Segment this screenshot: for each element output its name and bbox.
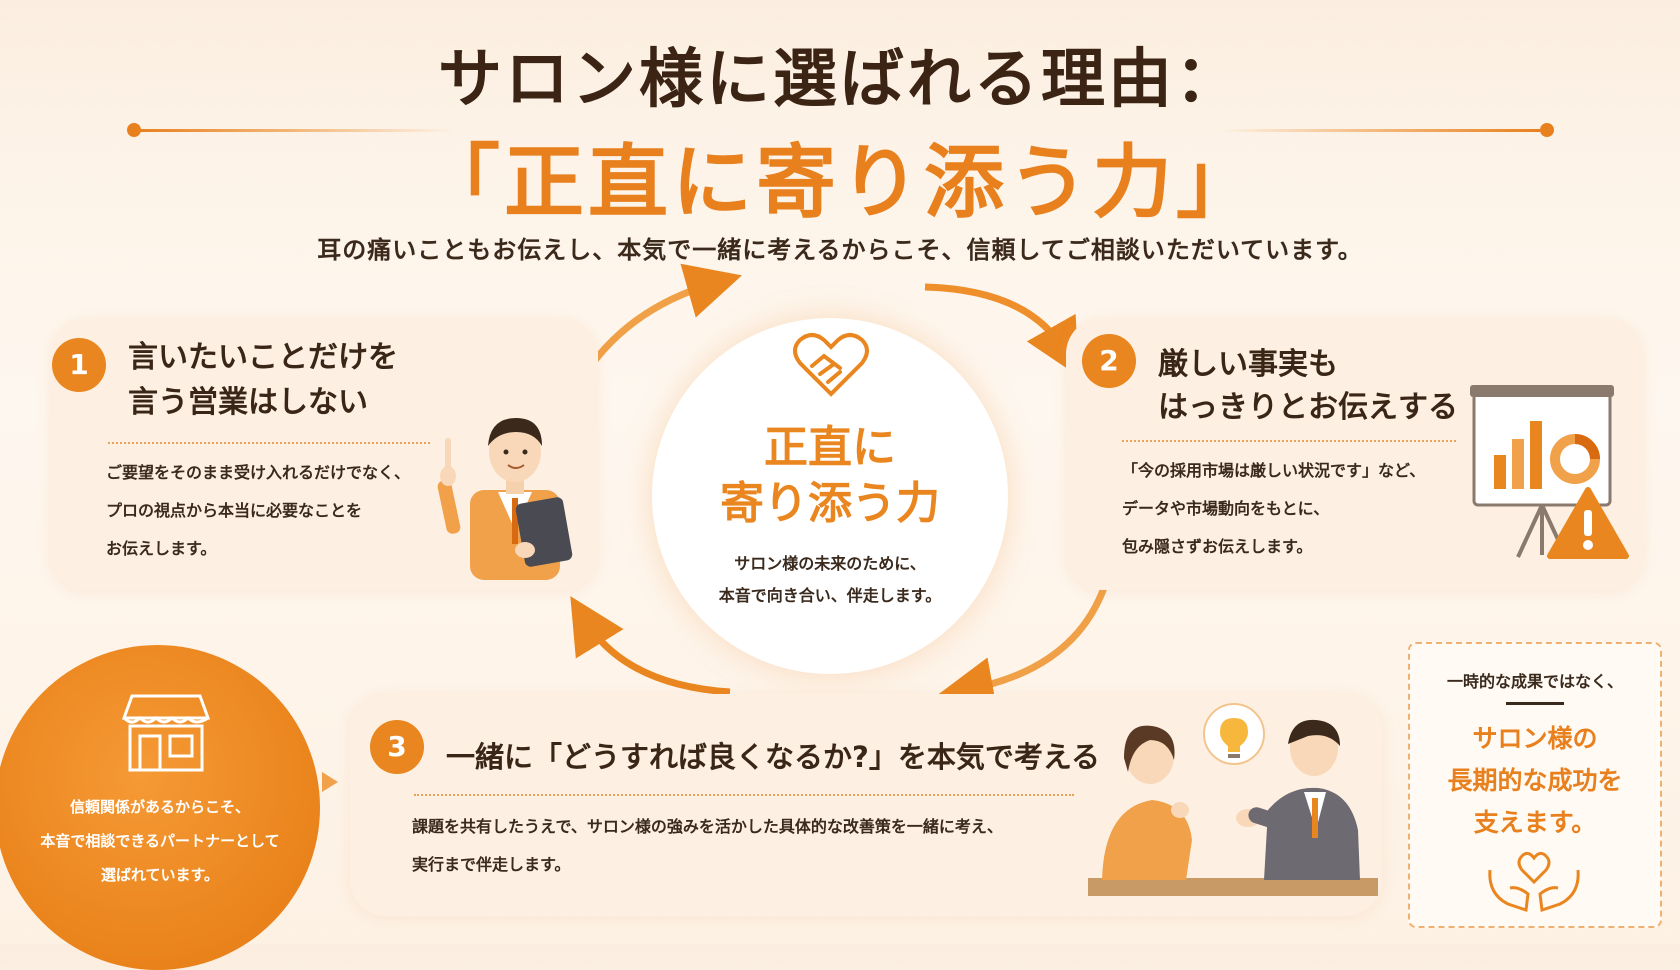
arrow-bottom-right — [937, 583, 1109, 713]
hands-heart-icon — [1488, 851, 1580, 913]
decor-line-right — [1220, 129, 1540, 132]
point-2-title-line1: 厳しい事実も — [1158, 347, 1338, 382]
arrow-top-right — [924, 283, 1079, 377]
decor-line-left — [134, 129, 454, 132]
point-3-body: 課題を共有したうえで、サロン様の強みを活かした具体的な改善策を一緒に考え、 実行… — [412, 808, 1112, 884]
point-number-2: 2 — [1082, 334, 1136, 388]
center-desc: サロン様の未来のために、 本音で向き合い、伴走します。 — [652, 548, 1008, 612]
point-1-body-line: プロの視点から本当に必要なことを — [106, 501, 363, 520]
consultation-illustration — [1088, 703, 1378, 896]
center-circle — [652, 318, 1008, 674]
point-2-body: 「今の採用市場は厳しい状況です」など、 データや市場動向をもとに、 包み隠さずお… — [1122, 452, 1462, 566]
longterm-big-line: 支えます。 — [1473, 808, 1597, 837]
point-3-body-line: 課題を共有したうえで、サロン様の強みを活かした具体的な改善策を一緒に考え、 — [412, 817, 1003, 836]
decor-dot-right — [1540, 123, 1554, 137]
point-1-title-line2: 言う営業はしない — [128, 385, 368, 420]
point-2-title-line2: はっきりとお伝えする — [1158, 390, 1458, 425]
center-title-line: 正直に — [764, 422, 896, 473]
point-1-body-line: お伝えします。 — [106, 539, 217, 558]
trust-circle — [0, 645, 320, 970]
point-number-1: 1 — [52, 338, 106, 392]
pointer-arrow-icon — [322, 772, 338, 792]
point-number-3: 3 — [370, 720, 424, 774]
shop-icon — [121, 694, 211, 772]
center-desc-line: サロン様の未来のために、 — [734, 554, 926, 573]
center-title: 正直に 寄り添う力 — [652, 420, 1008, 532]
point-2-body-line: 包み隠さずお伝えします。 — [1122, 537, 1313, 556]
trust-text: 信頼関係があるからこそ、 本音で相談できるパートナーとして 選ばれています。 — [0, 790, 320, 892]
divider — [1122, 440, 1456, 442]
businessman-tablet-illustration — [437, 418, 573, 580]
longterm-big-text: サロン様の 長期的な成功を 支えます。 — [1408, 718, 1662, 844]
presentation-chart-icon — [1470, 385, 1614, 558]
point-1-body: ご要望をそのまま受け入れるだけでなく、 プロの視点から本当に必要なことを お伝え… — [106, 454, 446, 568]
page-title: サロン様に選ばれる理由： — [438, 43, 1242, 117]
point-2-body-line: 「今の採用市場は厳しい状況です」など、 — [1122, 461, 1426, 480]
point-2-body-line: データや市場動向をもとに、 — [1122, 499, 1330, 518]
trust-text-line: 本音で相談できるパートナーとして — [40, 832, 280, 850]
arrow-bottom-left — [570, 596, 731, 696]
point-3-title: 一緒に「どうすれば良くなるか?」を本気で考える — [446, 740, 1100, 774]
point-1-title-line1: 言いたいことだけを — [128, 340, 398, 375]
longterm-small-text: 一時的な成果ではなく、 — [1446, 672, 1623, 691]
point-1-body-line: ご要望をそのまま受け入れるだけでなく、 — [106, 463, 411, 482]
divider — [414, 794, 1074, 796]
divider — [108, 442, 430, 444]
warning-icon — [1547, 487, 1629, 559]
lightbulb-icon — [1220, 718, 1248, 758]
headline: 「正直に寄り添う力」 — [420, 136, 1260, 229]
center-desc-line: 本音で向き合い、伴走します。 — [718, 586, 942, 605]
trust-text-line: 信頼関係があるからこそ、 — [69, 798, 250, 816]
divider — [1506, 702, 1564, 705]
longterm-big-line: サロン様の — [1472, 724, 1598, 753]
longterm-big-line: 長期的な成功を — [1447, 766, 1623, 795]
center-title-line: 寄り添う力 — [720, 478, 940, 529]
subtitle: 耳の痛いこともお伝えし、本気で一緒に考えるからこそ、信頼してご相談いただいていま… — [317, 236, 1363, 264]
handshake-heart-icon — [793, 333, 869, 397]
point-3-body-line: 実行まで伴走します。 — [412, 855, 571, 874]
trust-text-line: 選ばれています。 — [100, 866, 220, 884]
